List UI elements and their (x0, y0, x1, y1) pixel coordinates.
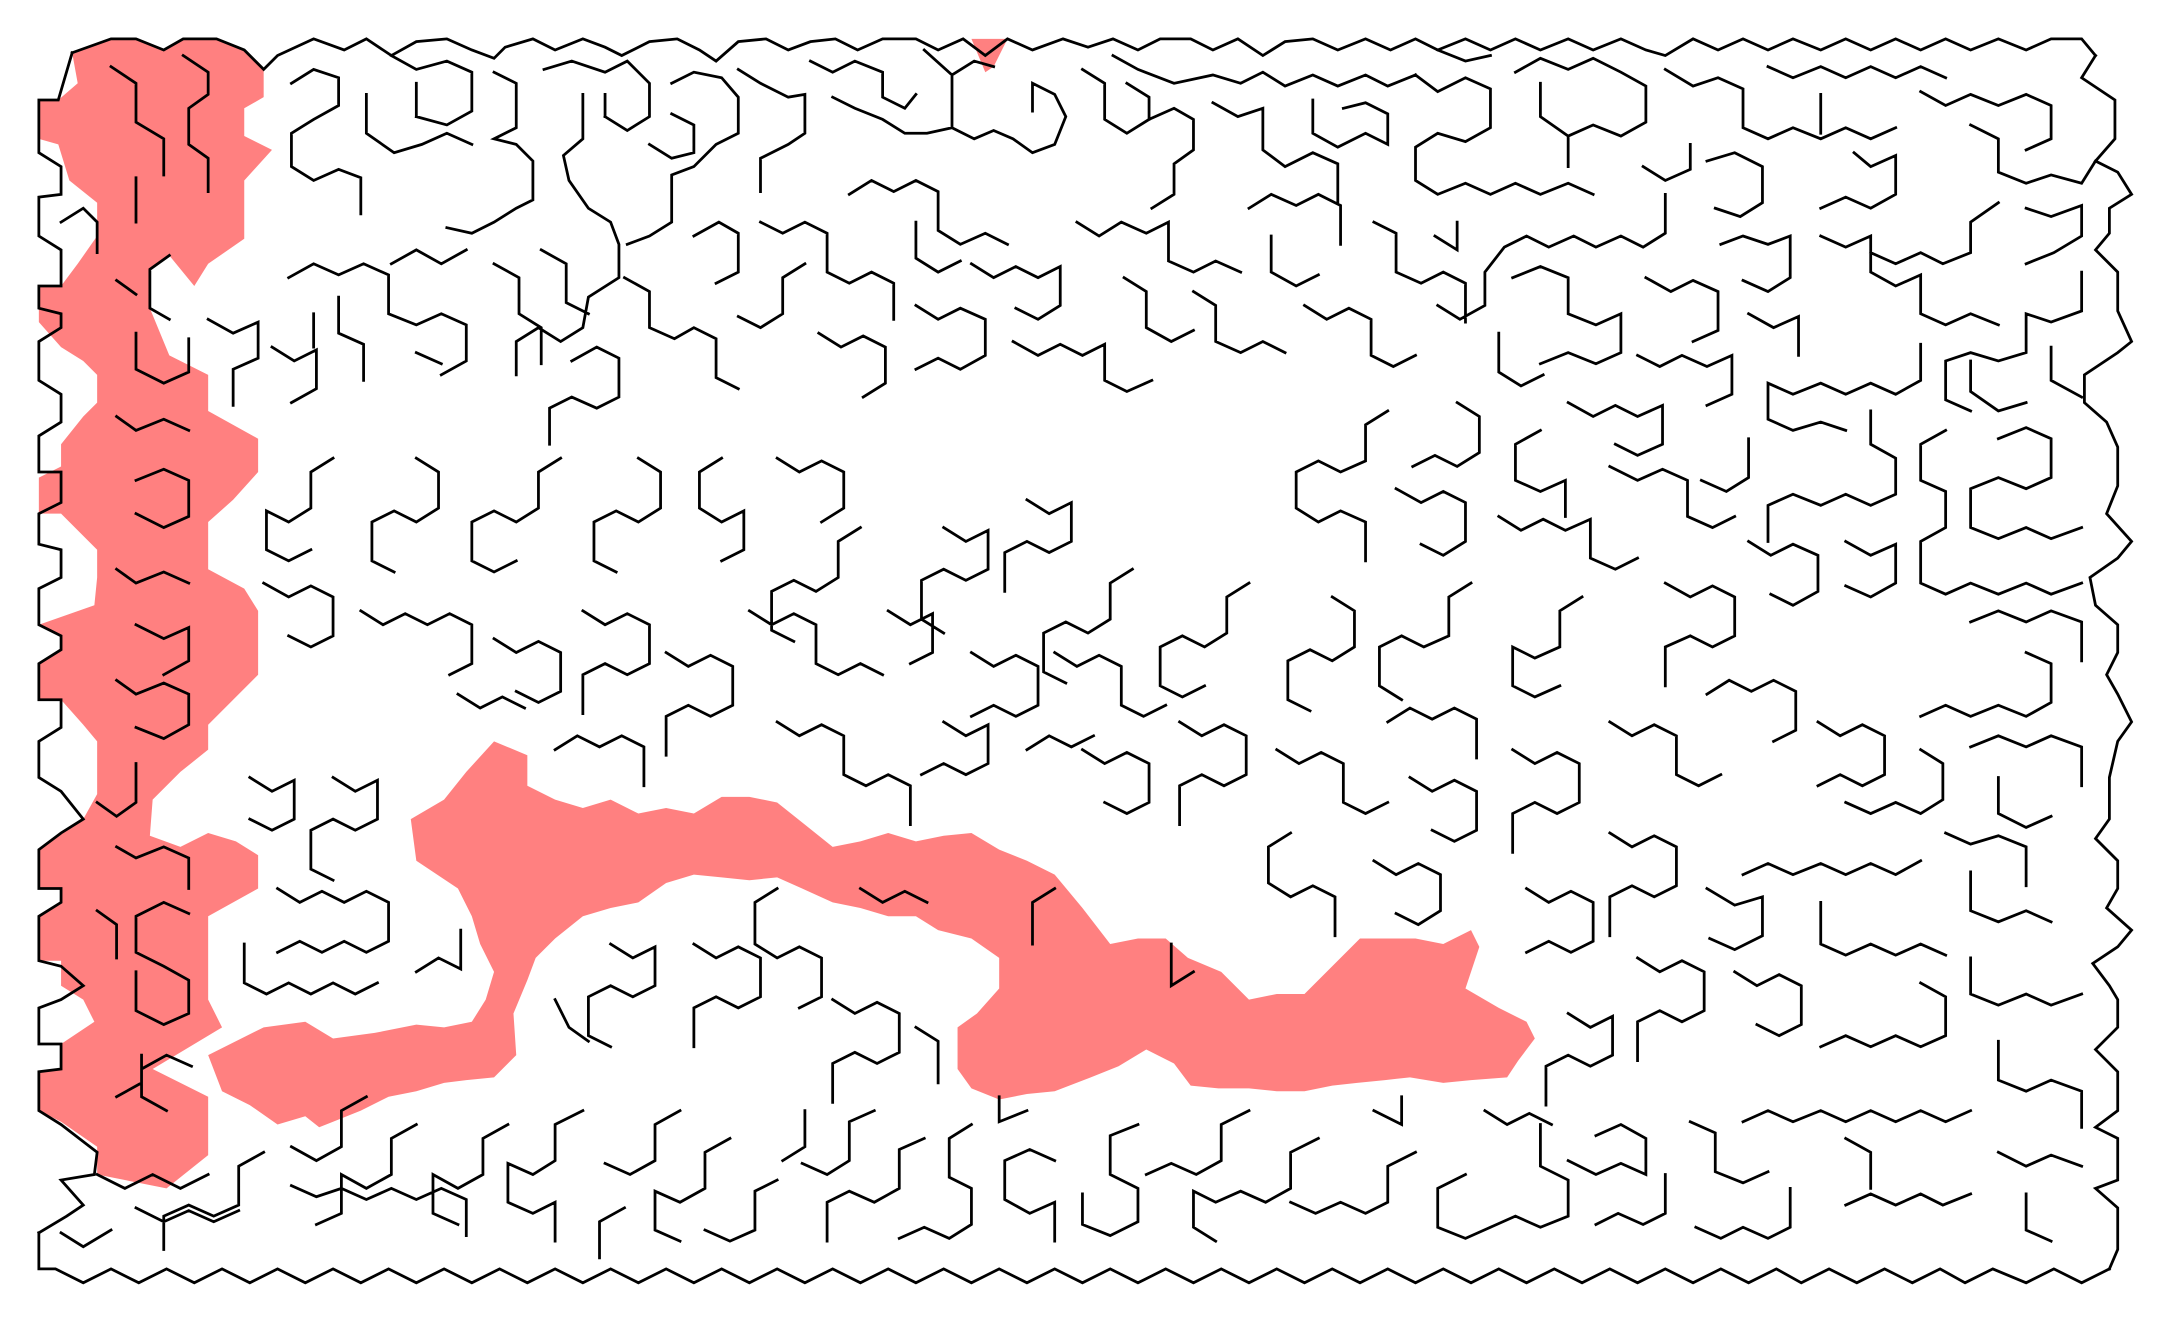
maze-outer-wall-right (2079, 53, 2134, 1271)
maze-outer-wall-top (70, 37, 2098, 72)
maze-outer-wall-bottom (37, 1231, 2112, 1285)
solution-path-left-column (38, 38, 272, 1189)
maze-inner-walls (59, 48, 2098, 1260)
maze-outer-wall-left (36, 51, 99, 1235)
maze-walls (36, 37, 2134, 1285)
solution-path (38, 38, 1535, 1189)
solution-path-middle-band (208, 741, 1535, 1128)
